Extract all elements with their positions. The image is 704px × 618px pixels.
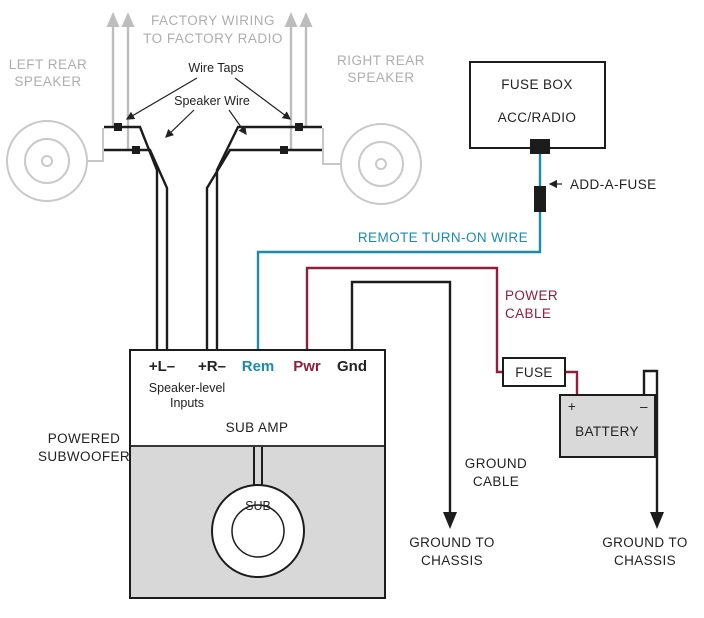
speaker-wire-right-plus: [215, 125, 322, 350]
speaker-level-inputs-label-line1: Speaker-level: [149, 381, 225, 395]
power-cable-label-line1: POWER: [505, 288, 558, 303]
ground-to-chassis-label-line2: CHASSIS: [421, 553, 483, 568]
wire-tap-icon: [114, 123, 122, 131]
wire-tap-pointer-arrow-icon: [234, 77, 292, 120]
right-speaker-label-line1: RIGHT REAR: [337, 53, 425, 68]
sub-amp-label: SUB AMP: [226, 420, 289, 435]
right-speaker-label-line2: SPEAKER: [347, 70, 414, 85]
fuse-outline: [502, 357, 566, 387]
down-arrowhead-icon: [650, 512, 664, 529]
ground-cable-label-line1: GROUND: [465, 456, 527, 471]
power-cable-wire: [305, 266, 503, 374]
power-cable-label-line2: CABLE: [505, 306, 551, 321]
remote-turn-on-label: REMOTE TURN-ON WIRE: [358, 230, 528, 245]
fuse-label: FUSE: [515, 365, 553, 380]
add-a-fuse-icon: [534, 186, 546, 212]
powered-subwoofer-label-line1: POWERED: [48, 431, 121, 446]
speaker-wire-pointer-arrow-icon: [165, 109, 195, 138]
factory-wiring-arrows: [106, 12, 313, 150]
speaker-wire-left-minus: [104, 148, 169, 350]
battery-minus-terminal: –: [640, 399, 648, 414]
battery-ground-wire: [642, 369, 659, 513]
speaker-lead-stub: [322, 128, 340, 165]
terminal-power: Pwr: [293, 358, 321, 375]
wire-tap-icon: [280, 146, 288, 154]
speaker-wire-right-minus: [205, 148, 322, 350]
up-arrowhead-icon: [106, 12, 120, 27]
ground-to-chassis-label-line1: GROUND TO: [409, 535, 495, 550]
up-arrowhead-icon: [299, 12, 313, 27]
speaker-wire-pointer-arrow-icon: [228, 109, 247, 136]
left-speaker-label-line2: SPEAKER: [14, 74, 81, 89]
speaker-wire-left-plus: [104, 125, 159, 350]
factory-wiring-label-line2: TO FACTORY RADIO: [143, 31, 283, 46]
powered-subwoofer-label-line2: SUBWOOFER: [38, 449, 130, 464]
speaker-level-inputs-label-line2: Inputs: [170, 396, 204, 410]
sub-label: SUB: [245, 499, 271, 513]
battery: + – BATTERY: [559, 394, 656, 458]
inline-fuse: FUSE: [502, 357, 566, 387]
terminal-right-input: +R–: [198, 358, 226, 375]
right-rear-speaker: [322, 123, 422, 205]
battery-ground-run: [642, 369, 664, 529]
wire-taps-label: Wire Taps: [188, 61, 243, 75]
battery-outline: [559, 394, 656, 458]
annotation-pointers: [125, 77, 562, 189]
ground-to-chassis-right-label-line2: CHASSIS: [614, 553, 676, 568]
left-speaker-label-line1: LEFT REAR: [9, 57, 88, 72]
fuse-box-outline: [469, 61, 606, 149]
ground-to-chassis-right-label-line1: GROUND TO: [602, 535, 688, 550]
up-arrowhead-icon: [121, 12, 135, 27]
speaker-lead-stub: [86, 128, 104, 162]
speaker-dustcap-icon: [41, 155, 53, 167]
fuse-box-circuit-label: ACC/RADIO: [498, 110, 577, 125]
wire-tap-icon: [132, 146, 140, 154]
wire-tap-pointer-arrow-icon: [125, 77, 198, 120]
left-rear-speaker: [6, 120, 104, 202]
ground-cable-label-line2: CABLE: [473, 474, 519, 489]
fuse-box: FUSE BOX ACC/RADIO: [469, 61, 606, 154]
factory-wiring-label-line1: FACTORY WIRING: [151, 13, 275, 28]
terminal-left-input: +L–: [149, 358, 175, 375]
add-a-fuse-label: ADD-A-FUSE: [570, 177, 657, 192]
ground-cable-wire: [350, 280, 452, 513]
speaker-wire-label: Speaker Wire: [174, 94, 250, 108]
speaker-dustcap-icon: [375, 158, 387, 170]
battery-label: BATTERY: [575, 424, 639, 439]
fuse-box-title: FUSE BOX: [501, 77, 572, 92]
fuse-box-tap-icon: [530, 139, 550, 154]
ground-cable-run: [350, 280, 457, 529]
wire-tap-icon: [295, 123, 303, 131]
battery-plus-terminal: +: [568, 399, 576, 414]
sub-cone-icon: [231, 504, 285, 558]
up-arrowhead-icon: [284, 12, 298, 27]
fuse-to-battery-wire: [565, 370, 579, 395]
speaker-wires: [104, 123, 322, 350]
terminal-ground: Gnd: [337, 358, 367, 375]
terminal-remote: Rem: [242, 358, 275, 375]
down-arrowhead-icon: [443, 512, 457, 529]
powered-subwoofer: SUB +L– +R– Rem Pwr Gnd Speaker-level In…: [129, 349, 386, 599]
